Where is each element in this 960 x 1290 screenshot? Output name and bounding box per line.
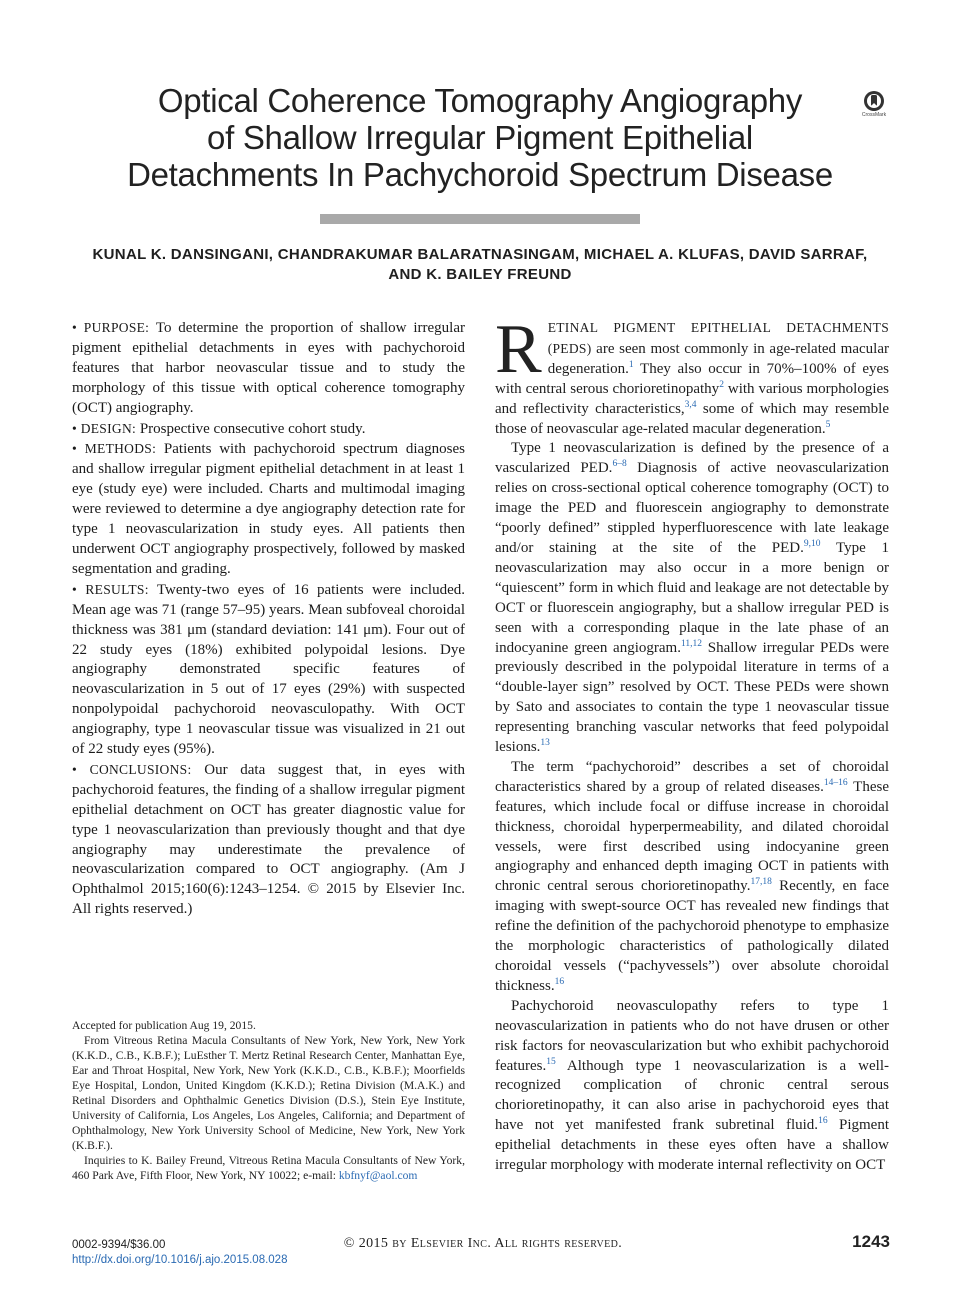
p3-text-c: Recently, en face imaging with swept-sou… bbox=[495, 878, 889, 994]
reference-link[interactable]: 15 bbox=[546, 1056, 556, 1067]
inquiries-text: Inquiries to K. Bailey Freund, Vitreous … bbox=[72, 1154, 465, 1182]
issn-price: 0002-9394/$36.00 bbox=[72, 1239, 166, 1251]
reference-link[interactable]: 16 bbox=[554, 976, 565, 987]
article-footnotes: Accepted for publication Aug 19, 2015. F… bbox=[72, 1018, 465, 1183]
abstract-purpose: • PURPOSE: To determine the proportion o… bbox=[72, 318, 465, 419]
p4-text-a: Pachychoroid neovasculopathy refers to t… bbox=[495, 997, 889, 1074]
results-text: Twenty-two eyes of 16 patients were incl… bbox=[72, 581, 465, 758]
reference-link[interactable]: 9,10 bbox=[803, 538, 821, 549]
doi-link[interactable]: http://dx.doi.org/10.1016/j.ajo.2015.08.… bbox=[72, 1254, 288, 1266]
purpose-text: To determine the proportion of shallow i… bbox=[72, 320, 465, 416]
p2-text-c: Type 1 neovascularization may also occur… bbox=[495, 539, 889, 656]
design-label: • DESIGN: bbox=[72, 420, 137, 436]
p3-text-b: These features, which include focal or d… bbox=[495, 778, 889, 895]
article-title: Optical Coherence Tomography Angiography… bbox=[100, 82, 860, 193]
conclusions-label: • CONCLUSIONS: bbox=[72, 761, 192, 777]
p1-smallcaps: ETINAL PIGMENT EPITHELIAL DETACHMENTS (P… bbox=[547, 320, 889, 356]
accepted-date: Accepted for publication Aug 19, 2015. bbox=[72, 1019, 256, 1032]
abstract-conclusions: • CONCLUSIONS: Our data suggest that, in… bbox=[72, 760, 465, 920]
p1-text-d: some of which may resemble those of neov… bbox=[495, 400, 890, 437]
inquiries: Inquiries to K. Bailey Freund, Vitreous … bbox=[72, 1153, 465, 1183]
conclusions-text: Our data suggest that, in eyes with pach… bbox=[72, 761, 465, 918]
footer-copyright: © 2015 by Elsevier Inc. All rights reser… bbox=[343, 1236, 623, 1251]
abstract: • PURPOSE: To determine the proportion o… bbox=[72, 318, 465, 920]
email-link[interactable]: kbfnyf@aol.com bbox=[338, 1169, 418, 1182]
p1-text-a: are seen most commonly in age-related ma… bbox=[547, 340, 889, 377]
p1-text-b: They also occur in 70%–100% of eyes with… bbox=[495, 360, 889, 397]
page-number: 1243 bbox=[852, 1232, 890, 1251]
body-paragraph-4: Pachychoroid neovasculopathy refers to t… bbox=[495, 997, 889, 1176]
reference-link[interactable]: 2 bbox=[719, 379, 724, 390]
reference-link[interactable]: 1 bbox=[628, 359, 634, 370]
methods-text: Patients with pachychoroid spectrum diag… bbox=[72, 441, 465, 577]
author-list: KUNAL K. DANSINGANI, CHANDRAKUMAR BALARA… bbox=[60, 245, 900, 285]
results-label: • RESULTS: bbox=[72, 581, 149, 597]
reference-link[interactable]: 17,18 bbox=[750, 877, 772, 888]
reference-link[interactable]: 11,12 bbox=[680, 638, 702, 649]
body-paragraph-3: The term “pachychoroid” describes a set … bbox=[495, 758, 889, 997]
reference-link[interactable]: 5 bbox=[825, 419, 831, 430]
abstract-results: • RESULTS: Twenty-two eyes of 16 patient… bbox=[72, 580, 465, 760]
reference-link[interactable]: 13 bbox=[540, 738, 550, 749]
crossmark-icon bbox=[864, 91, 884, 111]
reference-link[interactable]: 6–8 bbox=[612, 459, 627, 470]
methods-label: • METHODS: bbox=[72, 441, 157, 457]
authors-line-2: AND K. BAILEY FREUND bbox=[388, 266, 572, 283]
p3-text-a: The term “pachychoroid” describes a set … bbox=[495, 758, 889, 795]
p1-text-c: with various morphologies and reflectivi… bbox=[495, 380, 890, 417]
p4-text-b: Although type 1 neovascularization is a … bbox=[495, 1057, 889, 1134]
title-divider-bar bbox=[320, 214, 640, 224]
reference-link[interactable]: 3,4 bbox=[684, 399, 697, 410]
crossmark-label: CrossMark bbox=[861, 112, 887, 118]
p2-text-a: Type 1 neovascularization is defined by … bbox=[495, 440, 889, 477]
reference-link[interactable]: 16 bbox=[818, 1116, 828, 1127]
purpose-label: • PURPOSE: bbox=[72, 320, 150, 335]
dropcap-letter: R bbox=[495, 311, 542, 388]
title-line-2: of Shallow Irregular Pigment Epithelial bbox=[207, 119, 753, 156]
title-line-3: Detachments In Pachychoroid Spectrum Dis… bbox=[127, 156, 833, 193]
p2-text-b: Diagnosis of active neovascularization r… bbox=[495, 460, 889, 556]
authors-line-1: KUNAL K. DANSINGANI, CHANDRAKUMAR BALARA… bbox=[92, 246, 868, 263]
abstract-methods: • METHODS: Patients with pachychoroid sp… bbox=[72, 439, 465, 579]
reference-link[interactable]: 14–16 bbox=[823, 777, 848, 788]
title-line-1: Optical Coherence Tomography Angiography bbox=[157, 82, 803, 119]
design-text: Prospective consecutive cohort study. bbox=[139, 420, 366, 437]
p2-text-d: Shallow irregular PEDs were previously d… bbox=[495, 639, 890, 756]
body-paragraph-2: Type 1 neovascularization is defined by … bbox=[495, 439, 889, 758]
footer-identifiers: 0002-9394/$36.00 http://dx.doi.org/10.10… bbox=[72, 1238, 287, 1268]
p4-text-c: Pigment epithelial detachments in these … bbox=[495, 1117, 890, 1174]
affiliations: From Vitreous Retina Macula Consultants … bbox=[72, 1034, 465, 1152]
crossmark-badge[interactable]: CrossMark bbox=[858, 90, 890, 118]
abstract-design: • DESIGN: Prospective consecutive cohort… bbox=[72, 419, 465, 440]
